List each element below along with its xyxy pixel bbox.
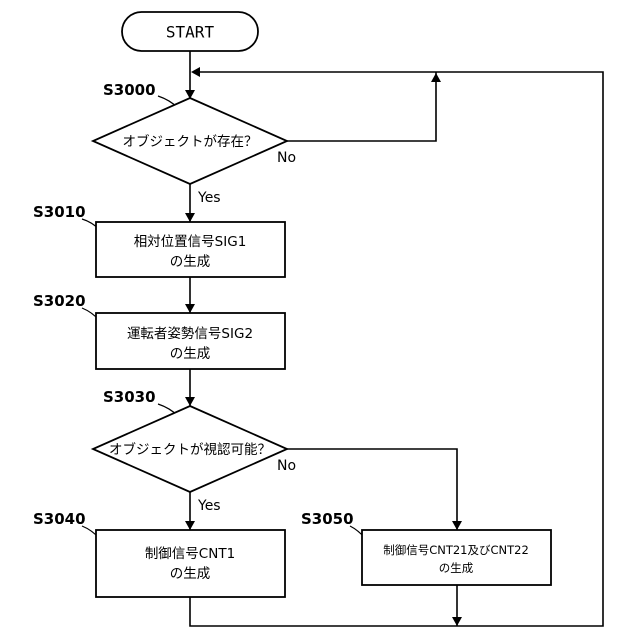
- arrowhead: [185, 213, 195, 222]
- process-s3050-line2: の生成: [439, 561, 474, 575]
- step-label-s3010: S3010: [33, 203, 86, 221]
- step-label-s3040: S3040: [33, 510, 86, 528]
- step-label-s3000: S3000: [103, 81, 156, 99]
- arrowhead: [185, 521, 195, 530]
- s3000-no-label: No: [277, 150, 296, 166]
- process-s3040-line1: 制御信号CNT1: [145, 546, 235, 562]
- s3030-no-label: No: [277, 458, 296, 474]
- arrowhead: [452, 521, 462, 530]
- s3000-yes-label: Yes: [197, 190, 221, 206]
- arrowhead: [185, 397, 195, 406]
- process-s3010-line2: の生成: [170, 254, 211, 270]
- arrowhead: [185, 304, 195, 313]
- process-s3040: [96, 530, 285, 597]
- connector-s3000-no: [287, 72, 436, 141]
- s3030-yes-label: Yes: [197, 498, 221, 514]
- process-s3020-line2: の生成: [170, 346, 211, 362]
- arrowhead: [191, 67, 200, 77]
- arrowhead: [452, 617, 462, 626]
- process-s3050-line1: 制御信号CNT21及びCNT22: [383, 543, 529, 557]
- process-s3010-line1: 相対位置信号SIG1: [134, 234, 247, 250]
- start-label: START: [166, 23, 215, 42]
- process-s3020-line1: 運転者姿勢信号SIG2: [127, 326, 253, 342]
- arrowhead: [431, 73, 441, 82]
- process-s3050: [362, 530, 551, 585]
- step-label-s3050: S3050: [301, 510, 354, 528]
- process-s3040-line2: の生成: [170, 566, 211, 582]
- decision-s3030-text: オブジェクトが視認可能？: [109, 441, 271, 458]
- decision-s3000-text: オブジェクトが存在？: [123, 133, 258, 150]
- step-label-s3020: S3020: [33, 292, 86, 310]
- step-label-s3030: S3030: [103, 388, 156, 406]
